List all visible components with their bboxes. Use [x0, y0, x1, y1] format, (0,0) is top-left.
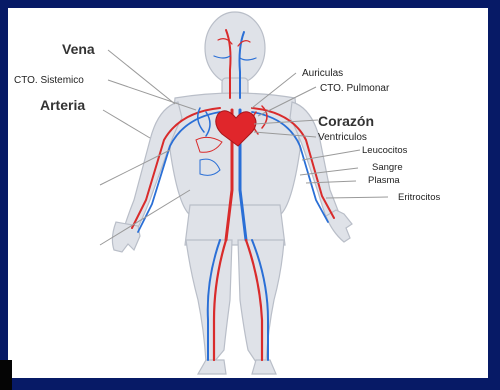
label-arteria: Arteria [40, 97, 85, 113]
label-corazon: Corazón [318, 113, 374, 129]
label-ventriculos: Ventriculos [318, 132, 367, 143]
label-eritrocitos: Eritrocitos [398, 192, 440, 203]
label-auriculas: Auriculas [302, 68, 343, 79]
label-cto-sistemico: CTO. Sistemico [14, 75, 84, 86]
label-vena: Vena [62, 41, 95, 57]
label-cto-pulmonar: CTO. Pulmonar [320, 83, 390, 94]
label-leucocitos: Leucocitos [362, 145, 408, 156]
label-sangre: Sangre [372, 162, 403, 173]
label-plasma: Plasma [368, 175, 400, 186]
